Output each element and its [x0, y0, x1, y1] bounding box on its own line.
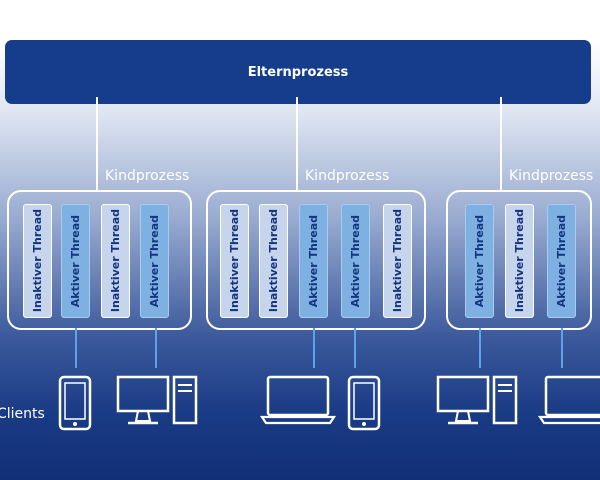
- parent-process-label: Elternprozess: [247, 64, 349, 80]
- tablet-icon: [58, 375, 92, 431]
- client-connection-line: [479, 328, 481, 368]
- clients-label: Clients: [0, 406, 45, 422]
- thread-label: Inaktiver Thread: [267, 209, 280, 313]
- client-connection-line: [561, 328, 563, 368]
- client-connection-line: [313, 328, 315, 368]
- active-thread: Aktiver Thread: [341, 204, 370, 318]
- parent-child-line: [96, 97, 98, 190]
- laptop-icon: [538, 375, 600, 425]
- active-thread: Aktiver Thread: [299, 204, 328, 318]
- parent-process-bar: Elternprozess: [5, 40, 591, 104]
- client-connection-line: [354, 328, 356, 368]
- thread-label: Aktiver Thread: [473, 214, 486, 308]
- inactive-thread: Inaktiver Thread: [101, 204, 130, 318]
- parent-child-line: [296, 97, 298, 190]
- active-thread: Aktiver Thread: [547, 204, 576, 318]
- child-process-box: Inaktiver Thread Aktiver Thread Inaktive…: [7, 190, 192, 330]
- laptop-icon: [260, 375, 336, 425]
- child-process-label: Kindprozess: [105, 168, 190, 184]
- desktop-icon: [436, 375, 518, 425]
- thread-label: Aktiver Thread: [349, 214, 362, 308]
- thread-label: Aktiver Thread: [555, 214, 568, 308]
- inactive-thread: Inaktiver Thread: [383, 204, 412, 318]
- tablet-icon: [347, 375, 381, 431]
- child-process-label: Kindprozess: [305, 168, 390, 184]
- parent-child-line: [500, 97, 502, 190]
- thread-label: Aktiver Thread: [69, 214, 82, 308]
- inactive-thread: Inaktiver Thread: [23, 204, 52, 318]
- thread-label: Inaktiver Thread: [391, 209, 404, 313]
- client-connection-line: [75, 328, 77, 368]
- child-process-box: Inaktiver Thread Inaktiver Thread Aktive…: [206, 190, 426, 330]
- active-thread: Aktiver Thread: [61, 204, 90, 318]
- active-thread: Aktiver Thread: [465, 204, 494, 318]
- thread-label: Aktiver Thread: [307, 214, 320, 308]
- inactive-thread: Inaktiver Thread: [505, 204, 534, 318]
- active-thread: Aktiver Thread: [140, 204, 169, 318]
- thread-label: Inaktiver Thread: [228, 209, 241, 313]
- child-process-label: Kindprozess: [509, 168, 594, 184]
- desktop-icon: [116, 375, 198, 425]
- inactive-thread: Inaktiver Thread: [259, 204, 288, 318]
- thread-label: Aktiver Thread: [148, 214, 161, 308]
- inactive-thread: Inaktiver Thread: [220, 204, 249, 318]
- client-connection-line: [155, 328, 157, 368]
- thread-label: Inaktiver Thread: [513, 209, 526, 313]
- child-process-box: Aktiver Thread Inaktiver Thread Aktiver …: [446, 190, 592, 330]
- thread-label: Inaktiver Thread: [109, 209, 122, 313]
- thread-label: Inaktiver Thread: [31, 209, 44, 313]
